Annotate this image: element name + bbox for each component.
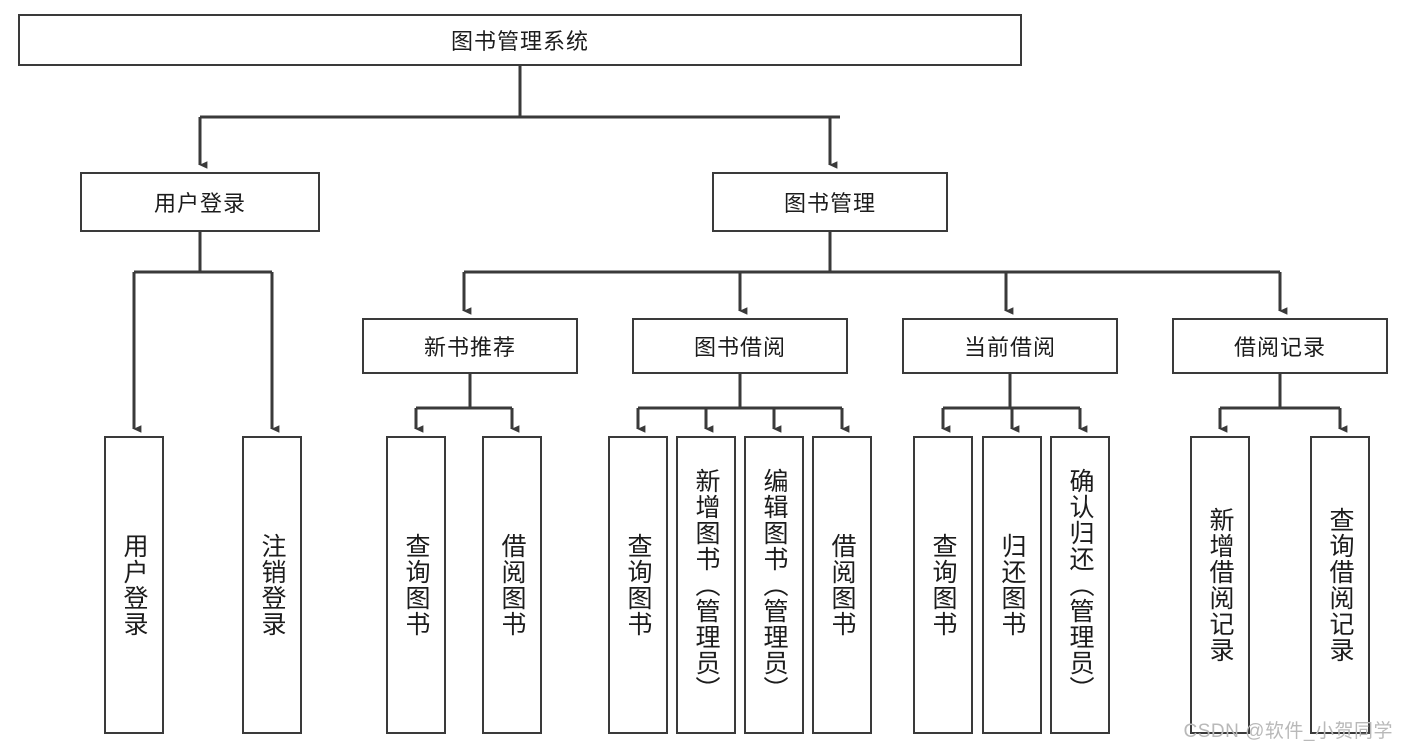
- node-borrow-record[interactable]: 借阅记录: [1172, 318, 1388, 374]
- node-root[interactable]: 图书管理系统: [18, 14, 1022, 66]
- node-leaf-borrow-book-1-label: 借阅图书: [498, 533, 526, 637]
- node-leaf-add-book-label: 新增图书（管理员）: [692, 468, 720, 702]
- node-leaf-edit-book[interactable]: 编辑图书（管理员）: [744, 436, 804, 734]
- node-leaf-return-book[interactable]: 归还图书: [982, 436, 1042, 734]
- node-leaf-user-login-label: 用户登录: [120, 533, 148, 637]
- node-book-borrow-label: 图书借阅: [693, 335, 786, 360]
- node-current-borrow-label: 当前借阅: [963, 335, 1056, 360]
- node-user-login[interactable]: 用户登录: [80, 172, 320, 232]
- node-leaf-query-record[interactable]: 查询借阅记录: [1310, 436, 1370, 734]
- node-leaf-confirm-return-label: 确认归还（管理员）: [1066, 468, 1094, 702]
- node-book-manage-label: 图书管理: [783, 191, 876, 216]
- node-leaf-user-login[interactable]: 用户登录: [104, 436, 164, 734]
- csdn-watermark: CSDN @软件_小贺同学: [1183, 721, 1393, 742]
- node-leaf-query-record-label: 查询借阅记录: [1326, 507, 1354, 663]
- node-leaf-add-record[interactable]: 新增借阅记录: [1190, 436, 1250, 734]
- node-leaf-query-book-3-label: 查询图书: [929, 533, 957, 637]
- node-leaf-query-book-2[interactable]: 查询图书: [608, 436, 668, 734]
- node-leaf-query-book-2-label: 查询图书: [624, 533, 652, 637]
- node-leaf-add-record-label: 新增借阅记录: [1206, 507, 1234, 663]
- node-new-book-recommend-label: 新书推荐: [423, 335, 516, 360]
- node-leaf-query-book-3[interactable]: 查询图书: [913, 436, 973, 734]
- node-book-manage[interactable]: 图书管理: [712, 172, 948, 232]
- node-leaf-logout[interactable]: 注销登录: [242, 436, 302, 734]
- node-borrow-record-label: 借阅记录: [1233, 335, 1326, 360]
- node-leaf-borrow-book-2[interactable]: 借阅图书: [812, 436, 872, 734]
- node-leaf-query-book-1[interactable]: 查询图书: [386, 436, 446, 734]
- node-leaf-query-book-1-label: 查询图书: [402, 533, 430, 637]
- node-root-label: 图书管理系统: [450, 29, 589, 54]
- node-leaf-confirm-return[interactable]: 确认归还（管理员）: [1050, 436, 1110, 734]
- node-book-borrow[interactable]: 图书借阅: [632, 318, 848, 374]
- node-leaf-return-book-label: 归还图书: [998, 533, 1026, 637]
- node-leaf-edit-book-label: 编辑图书（管理员）: [760, 468, 788, 702]
- node-current-borrow[interactable]: 当前借阅: [902, 318, 1118, 374]
- node-new-book-recommend[interactable]: 新书推荐: [362, 318, 578, 374]
- node-leaf-add-book[interactable]: 新增图书（管理员）: [676, 436, 736, 734]
- node-leaf-borrow-book-1[interactable]: 借阅图书: [482, 436, 542, 734]
- node-leaf-borrow-book-2-label: 借阅图书: [828, 533, 856, 637]
- node-user-login-label: 用户登录: [153, 191, 246, 216]
- node-leaf-logout-label: 注销登录: [258, 533, 286, 637]
